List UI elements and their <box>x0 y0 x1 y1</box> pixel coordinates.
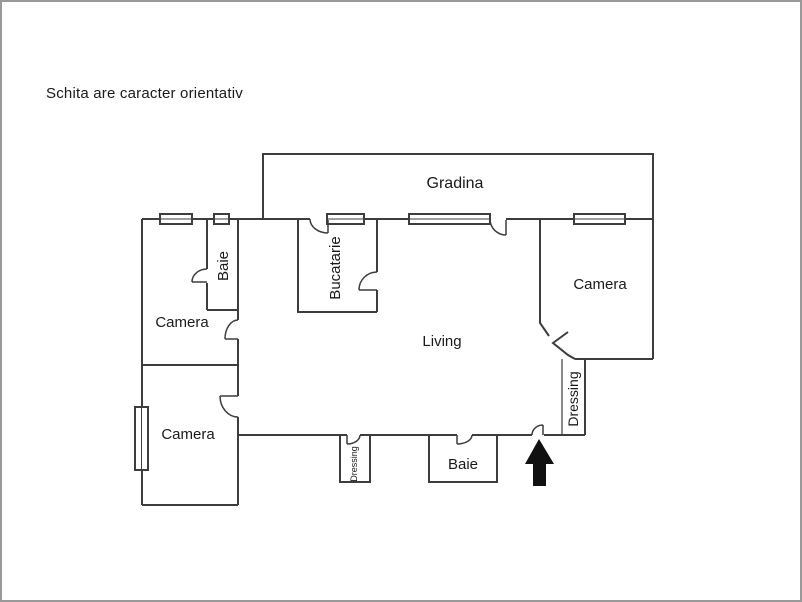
label-camera-left-upper: Camera <box>155 314 209 331</box>
label-bucatarie: Bucatarie <box>327 236 344 299</box>
label-living: Living <box>422 333 461 350</box>
door-camera-left-lower <box>219 395 239 418</box>
wall-camera-right <box>539 219 654 360</box>
label-camera-left-lower: Camera <box>161 426 215 443</box>
wall-gradina-outline <box>262 153 654 219</box>
label-gradina: Gradina <box>427 175 484 192</box>
door-entrance <box>531 424 544 436</box>
entrance-arrow-icon <box>525 439 554 486</box>
wall-dressing-right <box>560 359 586 436</box>
door-dressing-bottom <box>346 434 361 445</box>
door-baie-top <box>191 268 208 283</box>
label-camera-right: Camera <box>573 276 627 293</box>
label-baie-bottom: Baie <box>448 456 478 473</box>
door-bucatarie-right <box>358 271 378 291</box>
door-living-top <box>489 218 507 236</box>
door-bucatarie-top <box>309 218 329 234</box>
wall-bucatarie <box>297 219 378 313</box>
window-midlines <box>141 218 625 470</box>
wall-camera-left-lower <box>142 364 238 506</box>
door-baie-bottom <box>456 434 473 445</box>
wall-baie-bottom-box <box>428 435 498 483</box>
label-baie-top: Baie <box>215 251 232 281</box>
wall-baie-top <box>206 219 238 311</box>
wall-dressing-bottom-box <box>339 435 371 483</box>
label-dressing-right: Dressing <box>565 371 581 426</box>
door-camera-left-upper <box>224 319 239 340</box>
label-dressing-bottom: Dressing <box>349 446 359 482</box>
disclaimer-text: Schita are caracter orientativ <box>46 85 243 102</box>
